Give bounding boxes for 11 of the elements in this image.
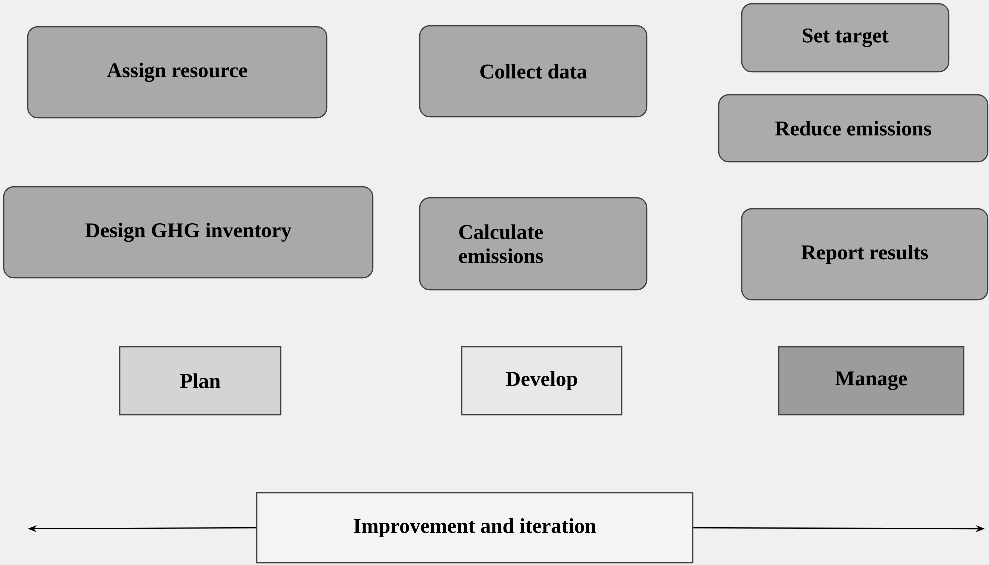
step-box: Develop <box>461 346 623 416</box>
rounded-box: Assign resource <box>27 26 328 119</box>
step-box: Plan <box>119 346 282 416</box>
step-box: Improvement and iteration <box>256 492 694 564</box>
rounded-box: Report results <box>741 208 989 301</box>
rounded-box: Reduce emissions <box>718 94 989 163</box>
rounded-box: Set target <box>741 3 950 73</box>
rounded-box: Design GHG inventory <box>3 186 374 279</box>
rounded-box: Calculate emissions <box>419 197 648 291</box>
rounded-box: Collect data <box>419 25 648 118</box>
step-box: Manage <box>778 346 965 416</box>
